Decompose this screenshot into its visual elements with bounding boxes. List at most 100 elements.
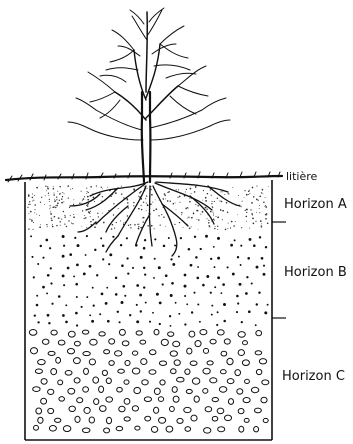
pebble [262,380,269,385]
pebble [217,408,224,414]
soil-stipple-dot [213,213,214,214]
soil-dot [58,295,61,298]
pebble [261,397,267,403]
pebble [41,398,47,404]
soil-stipple-dot [48,195,49,196]
soil-dot [163,245,166,248]
soil-stipple-dot [261,223,262,224]
soil-stipple-dot [256,199,258,201]
pebble [174,360,180,366]
soil-dot [263,273,266,276]
soil-stipple-dot [267,223,269,225]
soil-stipple-dot [242,201,243,202]
soil-stipple-dot [32,201,33,202]
soil-stipple-dot [194,191,196,193]
soil-stipple-dot [47,188,49,190]
soil-stipple-dot [94,201,95,202]
soil-stipple-dot [54,199,55,200]
soil-stipple-dot [87,204,88,205]
pebble [244,418,249,422]
soil-stipple-dot [133,188,135,190]
soil-stipple-dot [32,197,34,199]
soil-dot [144,239,146,241]
soil-stipple-dot [50,211,51,212]
soil-stipple-dot [98,216,99,217]
pebble [49,426,56,432]
soil-stipple-dot [214,220,215,221]
soil-stipple-dot [245,216,247,218]
soil-stipple-dot [140,192,141,193]
soil-stipple-dot [177,197,178,198]
soil-stipple-dot [59,221,60,222]
soil-stipple-dot [198,219,200,221]
soil-stipple-dot [73,204,74,205]
soil-dot [210,258,212,260]
soil-stipple-dot [120,220,121,221]
soil-stipple-dot [63,211,64,212]
soil-stipple-dot [134,224,136,226]
soil-stipple-dot [235,221,236,222]
soil-dot [205,235,208,238]
soil-stipple-dot [151,194,153,196]
soil-stipple-dot [130,224,131,225]
soil-dot [222,283,225,286]
pebble [132,351,137,355]
soil-dot [73,275,75,277]
soil-stipple-dot [58,217,60,219]
soil-dot [101,293,104,296]
pebble [58,340,65,345]
soil-stipple-dot [170,200,171,201]
soil-stipple-dot [191,217,193,219]
soil-stipple-dot [59,193,61,195]
soil-dot [76,324,78,326]
soil-stipple-dot [83,199,84,200]
soil-stipple-dot [193,213,194,214]
soil-stipple-dot [46,190,47,191]
soil-stipple-dot [115,192,117,194]
pebble [63,426,71,432]
soil-stipple-dot [73,199,74,200]
soil-stipple-dot [220,209,222,211]
soil-stipple-dot [44,204,45,205]
soil-stipple-dot [54,216,56,218]
soil-dot [132,267,134,269]
pebble [93,377,99,383]
soil-stipple-dot [112,224,114,226]
soil-dot [237,256,239,258]
soil-dot [159,323,161,325]
soil-stipple-dot [29,201,30,202]
soil-dot [175,302,177,304]
soil-dot [196,277,199,280]
soil-stipple-dot [258,200,259,201]
soil-stipple-dot [153,210,155,212]
soil-stipple-dot [72,223,73,224]
soil-dot [236,295,239,298]
soil-dot [85,254,87,256]
pebble [69,406,75,411]
soil-stipple-dot [193,212,194,213]
soil-stipple-dot [152,202,153,203]
soil-dot [153,277,155,279]
soil-dot [67,267,70,270]
soil-stipple-dot [143,221,144,222]
soil-stipple-dot [176,209,177,210]
pebble [82,428,90,433]
soil-dot [188,248,191,251]
soil-dot [91,320,94,323]
soil-dot [255,324,257,326]
soil-stipple-dot [138,228,140,230]
soil-stipple-dot [145,198,146,199]
soil-dot [51,303,53,305]
soil-stipple-dot [93,197,95,199]
soil-stipple-dot [241,206,242,207]
soil-stipple-dot [179,202,180,203]
horizon-b-soil-dots [30,235,268,327]
pebble [154,388,160,394]
soil-stipple-dot [56,199,57,200]
pebble [58,380,63,385]
soil-dot [178,313,180,315]
soil-stipple-dot [217,226,218,227]
pebble [33,425,38,430]
soil-dot [158,266,161,269]
soil-stipple-dot [53,186,54,187]
